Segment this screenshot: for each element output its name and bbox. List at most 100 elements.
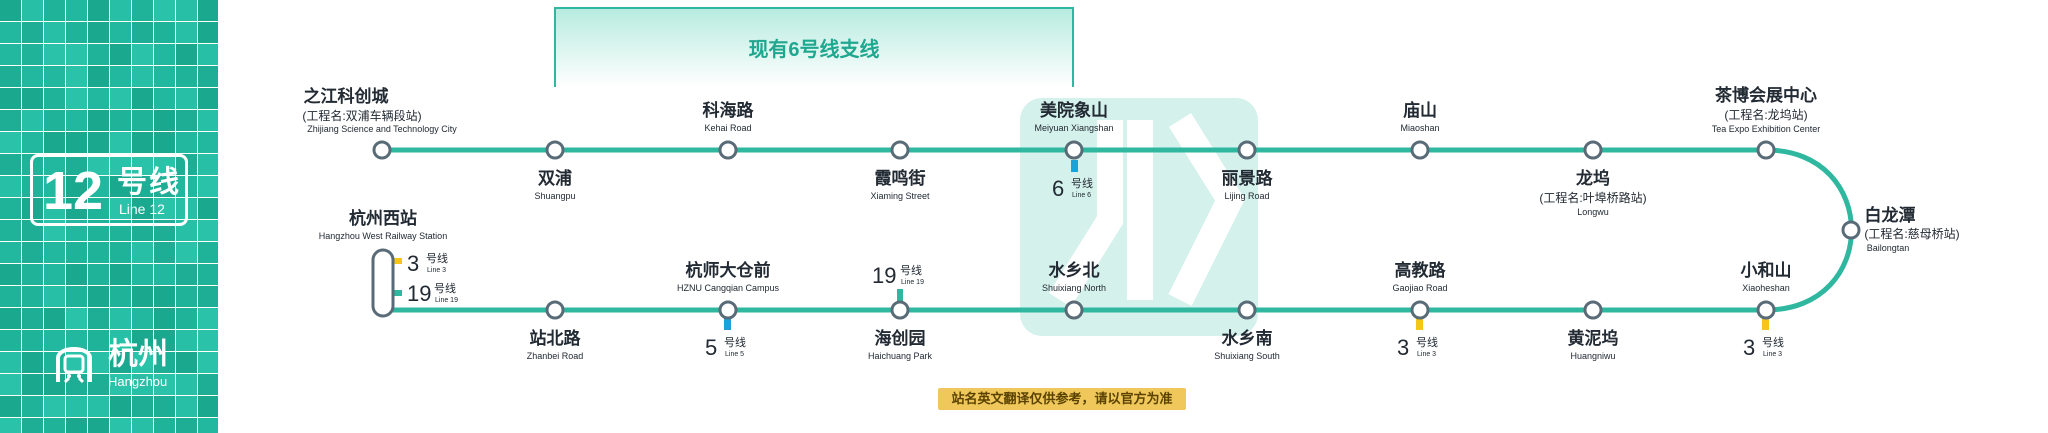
station-shuixiangnan-english: Shuixiang South <box>1214 351 1280 361</box>
station-zhijiang-marker[interactable] <box>372 140 392 160</box>
tile <box>110 286 131 307</box>
station-hzwest-english: Hangzhou West Railway Station <box>319 231 447 241</box>
line-hao-xian: 号线 <box>117 166 181 199</box>
tile <box>132 242 153 263</box>
station-huangniwu-english: Huangniwu <box>1570 351 1615 361</box>
station-xiaoheshan-marker[interactable] <box>1756 300 1776 320</box>
station-haichuang-english: Haichuang Park <box>868 351 933 361</box>
line3-transfer-tick-gaojiao <box>1416 318 1423 330</box>
tile <box>0 88 21 109</box>
tile <box>110 154 131 175</box>
tile <box>0 132 21 153</box>
tile <box>176 418 197 433</box>
station-kehai-marker[interactable] <box>718 140 738 160</box>
translation-notice: 站名英文翻译仅供参考，请以官方为准 <box>938 388 1186 410</box>
station-zhanbei-marker[interactable] <box>545 300 565 320</box>
line-badge: 12 号线 Line 12 <box>30 154 188 226</box>
station-hangshi-marker[interactable] <box>718 300 738 320</box>
station-xiaming-marker[interactable] <box>890 140 910 160</box>
tile <box>176 308 197 329</box>
tile <box>66 154 87 175</box>
station-xiaming-name: 霞鸣街 <box>875 168 926 188</box>
station-shuixiangbei-marker[interactable] <box>1064 300 1084 320</box>
station-lijing-marker[interactable] <box>1237 140 1257 160</box>
tile <box>154 418 175 433</box>
tile <box>22 44 43 65</box>
station-haichuang-marker[interactable] <box>890 300 910 320</box>
city-name: 杭州 <box>108 338 168 371</box>
station-huangniwu-marker[interactable] <box>1583 300 1603 320</box>
station-shuixiangbei-english: Shuixiang North <box>1042 283 1106 293</box>
station-longwu-subname: (工程名:叶埠桥路站) <box>1539 190 1646 205</box>
station-chabo-name: 茶博会展中心 <box>1715 85 1817 105</box>
station-meiyuan-marker[interactable] <box>1064 140 1084 160</box>
station-chabo-english: Tea Expo Exhibition Center <box>1712 124 1821 134</box>
station-chabo-subname: (工程名:龙坞站) <box>1724 107 1807 122</box>
tile <box>154 198 175 219</box>
tile <box>22 418 43 433</box>
tile <box>66 44 87 65</box>
tile <box>88 418 109 433</box>
station-haichuang-name: 海创园 <box>875 328 926 348</box>
tile <box>154 0 175 21</box>
tile <box>132 44 153 65</box>
tile <box>132 330 153 351</box>
station-bailongtan-marker[interactable] <box>1841 220 1861 240</box>
tile <box>0 220 21 241</box>
tile <box>0 44 21 65</box>
tile <box>154 352 175 373</box>
station-meiyuan-name: 美院象山 <box>1040 100 1108 120</box>
station-hzwest-marker[interactable] <box>371 248 395 318</box>
tile <box>0 352 21 373</box>
tile <box>88 176 109 197</box>
tile <box>110 132 131 153</box>
tile <box>176 110 197 131</box>
tile <box>88 374 109 395</box>
line3-transfer-hx-gaojiao: 号线 <box>1416 335 1438 349</box>
tile <box>198 286 218 307</box>
station-shuixiangnan-marker[interactable] <box>1237 300 1257 320</box>
tile <box>0 198 21 219</box>
tile <box>44 0 65 21</box>
tile <box>66 330 87 351</box>
station-longwu-marker[interactable] <box>1583 140 1603 160</box>
tile <box>66 88 87 109</box>
tile <box>132 198 153 219</box>
tile <box>66 110 87 131</box>
tile <box>22 110 43 131</box>
tile <box>176 352 197 373</box>
tile <box>44 44 65 65</box>
station-gaojiao-marker[interactable] <box>1410 300 1430 320</box>
line-number: 12 <box>43 161 104 221</box>
line3-transfer-en-hzwest: Line 3 <box>427 267 446 274</box>
tile <box>110 264 131 285</box>
tile <box>132 110 153 131</box>
tile <box>198 418 218 433</box>
line19-transfer-tick-hzwest <box>392 290 402 296</box>
line3-transfer-hx-xiaoheshan: 号线 <box>1762 335 1784 349</box>
station-zhijiang-subname: (工程名:双浦车辆段站) <box>302 108 421 123</box>
line3-transfer-num-hzwest: 3 <box>407 251 419 276</box>
line3-transfer-en-xiaoheshan: Line 3 <box>1763 351 1782 358</box>
tile <box>0 22 21 43</box>
tile <box>198 352 218 373</box>
tile <box>132 154 153 175</box>
tile <box>198 220 218 241</box>
tile <box>44 242 65 263</box>
tile <box>132 22 153 43</box>
tile <box>22 22 43 43</box>
tile <box>154 374 175 395</box>
station-shuangpu-name: 双浦 <box>538 168 572 188</box>
station-miaoshan-marker[interactable] <box>1410 140 1430 160</box>
tile <box>198 88 218 109</box>
tile <box>176 66 197 87</box>
line5-transfer-hx: 号线 <box>724 335 746 349</box>
tile <box>44 264 65 285</box>
line3-transfer-en-gaojiao: Line 3 <box>1417 351 1436 358</box>
tile <box>44 22 65 43</box>
station-shuangpu-marker[interactable] <box>545 140 565 160</box>
station-zhanbei-name: 站北路 <box>530 328 582 348</box>
tile <box>110 308 131 329</box>
station-chabo-marker[interactable] <box>1756 140 1776 160</box>
